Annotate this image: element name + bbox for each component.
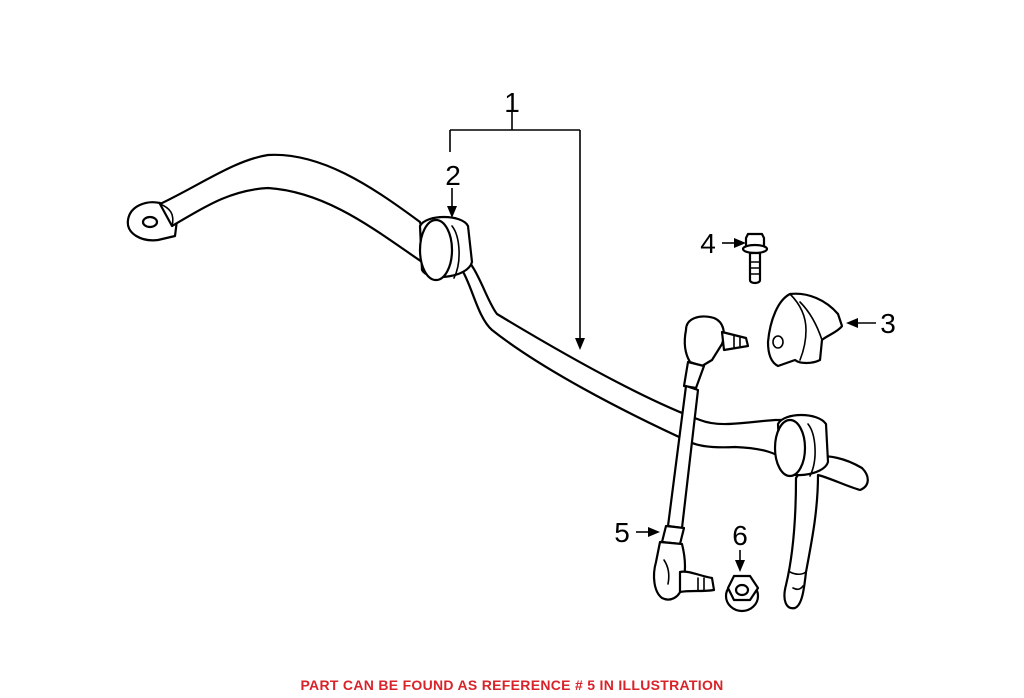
bushing-left-face	[418, 218, 454, 282]
callout-4: 4	[700, 228, 716, 259]
stabilizer-link-lower-joint	[652, 540, 687, 601]
bushing-right-face	[773, 418, 807, 478]
arrowhead-5	[648, 527, 660, 537]
flange-nut-bore	[734, 583, 750, 597]
stabilizer-bar-right-arm	[783, 454, 869, 610]
bushing-bracket	[766, 292, 844, 368]
stabilizer-link-upper-joint	[683, 315, 725, 368]
callout-leaders	[447, 112, 876, 572]
bolt-flange	[741, 243, 769, 255]
stabilizer-bar-tube	[158, 153, 811, 472]
arrowhead-4	[734, 238, 746, 248]
bushing-bracket-body	[766, 292, 844, 368]
arrowhead-1	[575, 338, 585, 350]
arrowhead-3	[846, 318, 858, 328]
stabilizer-bar-left-eye	[141, 215, 159, 229]
callout-5: 5	[614, 517, 630, 548]
arrowhead-6	[735, 560, 745, 572]
stabilizer-link-shaft	[666, 384, 700, 530]
reference-note: PART CAN BE FOUND AS REFERENCE # 5 IN IL…	[300, 677, 724, 693]
callout-1: 1	[504, 87, 520, 118]
bushing-right	[773, 413, 830, 478]
arrowhead-2	[447, 206, 457, 218]
callout-2: 2	[445, 160, 461, 191]
bushing-left	[418, 215, 474, 282]
flange-nut	[724, 574, 760, 613]
callout-3: 3	[880, 308, 896, 339]
stabilizer-link-lower-boot	[660, 524, 686, 546]
bolt	[741, 232, 769, 285]
stabilizer-link-lower-stud	[678, 570, 716, 594]
callout-labels: 1 2 3 4 5 6	[445, 87, 896, 551]
leader-1	[449, 112, 581, 340]
stabilizer-link	[652, 315, 750, 601]
callout-6: 6	[732, 520, 748, 551]
stabilizer-link-upper-boot	[682, 360, 706, 390]
stabilizer-link-upper-stud	[720, 330, 750, 352]
stabilizer-bar	[126, 153, 869, 610]
